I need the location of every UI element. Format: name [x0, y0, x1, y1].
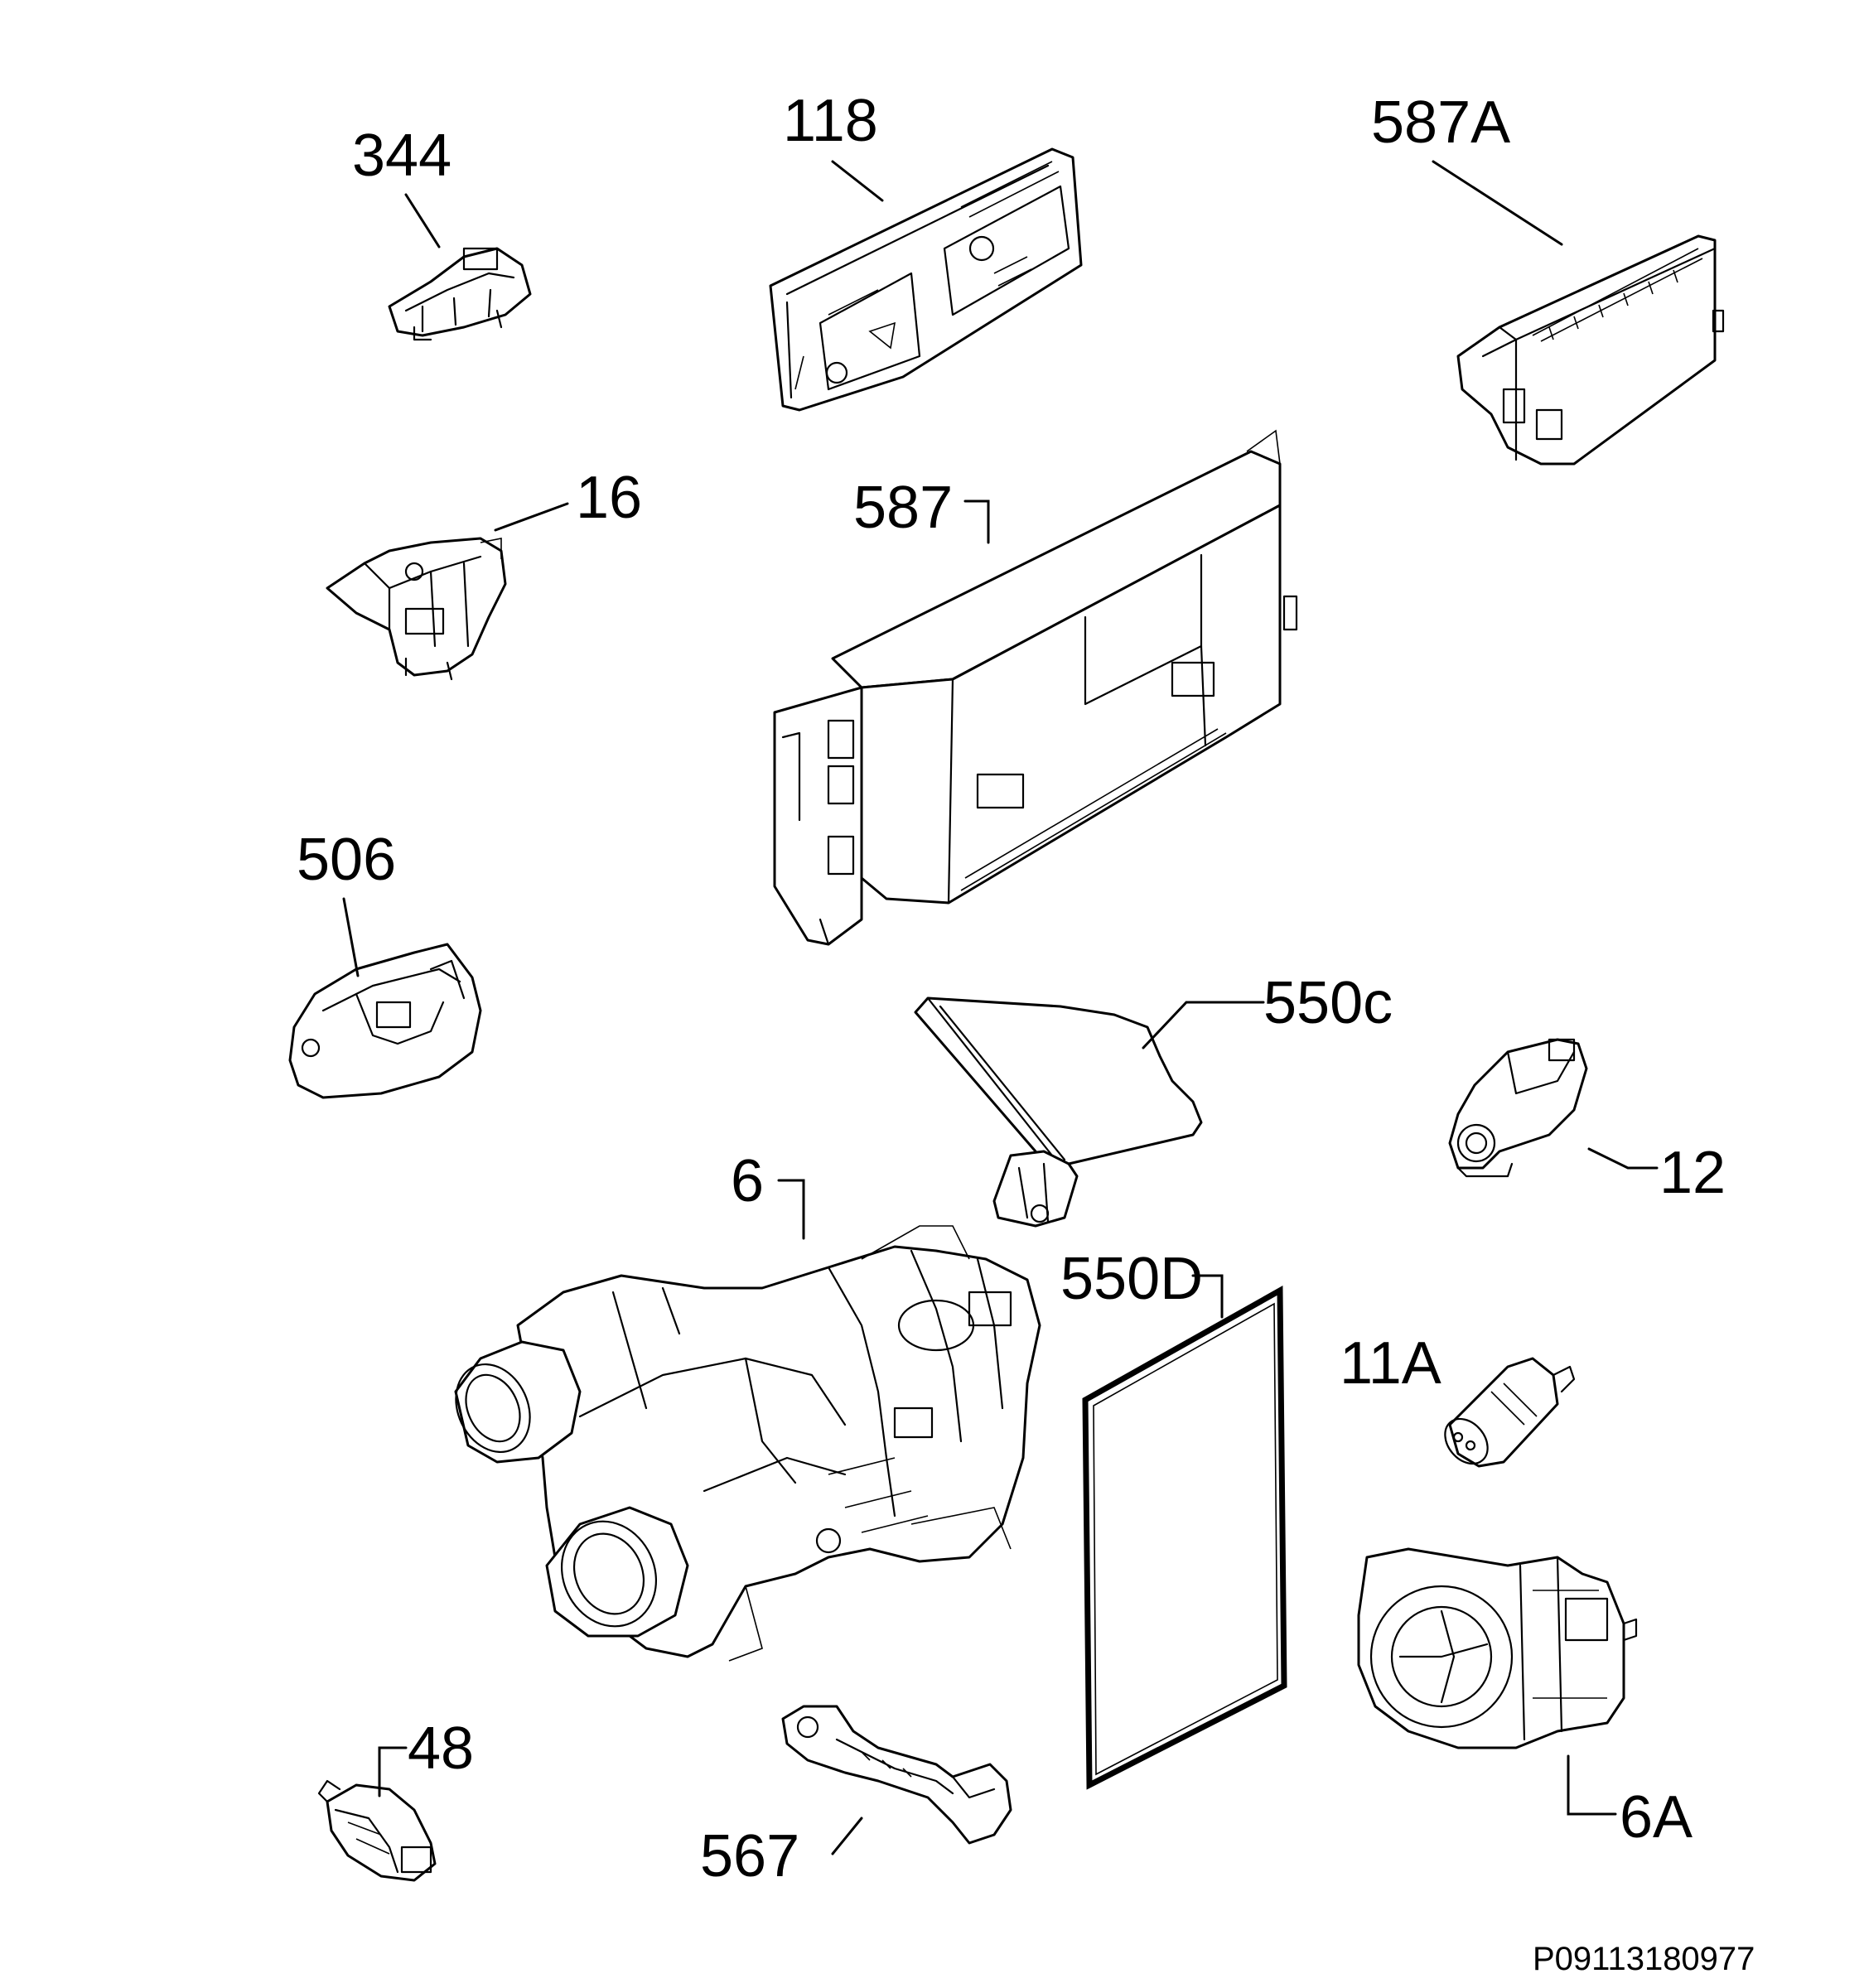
part-567-hose-clip [781, 1705, 1012, 1845]
label-567: 567 [700, 1823, 799, 1889]
part-11a-sensor [1444, 1357, 1576, 1468]
leader-550d [1191, 1274, 1224, 1319]
leader-587 [963, 499, 990, 544]
label-550d: 550D [1060, 1246, 1203, 1312]
leader-550c [1142, 1001, 1265, 1049]
leader-6a [1567, 1754, 1617, 1816]
part-587-main-control-module [773, 429, 1298, 946]
label-118: 118 [783, 88, 878, 154]
part-344-latch [388, 247, 532, 341]
part-550d-gasket [1082, 1286, 1287, 1790]
leader-118 [831, 160, 884, 202]
leader-344 [404, 193, 441, 248]
label-6: 6 [731, 1148, 764, 1214]
label-11a: 11A [1340, 1330, 1441, 1397]
label-587a: 587A [1371, 89, 1510, 156]
label-344: 344 [352, 123, 452, 189]
part-12-valve [1448, 1038, 1588, 1178]
label-16: 16 [576, 465, 642, 531]
leader-6 [777, 1179, 805, 1240]
part-118-control-board [769, 147, 1083, 412]
leader-567 [831, 1817, 863, 1855]
leader-587a [1432, 160, 1563, 246]
label-587: 587 [853, 475, 953, 541]
part-550c-cover [914, 996, 1203, 1228]
leader-48 [378, 1746, 408, 1797]
label-6a: 6A [1620, 1784, 1693, 1850]
part-6a-drain-pump [1357, 1547, 1638, 1749]
part-16-hinge-lock [326, 537, 507, 681]
leader-12 [1587, 1147, 1659, 1170]
label-550c: 550c [1263, 970, 1393, 1036]
leader-506 [342, 897, 360, 977]
part-506-door-catch [288, 943, 482, 1099]
leader-16 [494, 502, 569, 532]
drawing-code: P09113180977 [1533, 1941, 1755, 1977]
label-12: 12 [1659, 1140, 1726, 1206]
part-587a-module [1456, 234, 1725, 466]
label-48: 48 [408, 1715, 474, 1782]
part-6-circulation-pump [454, 1225, 1041, 1662]
label-506: 506 [297, 827, 396, 893]
part-48-sensor [317, 1779, 437, 1882]
